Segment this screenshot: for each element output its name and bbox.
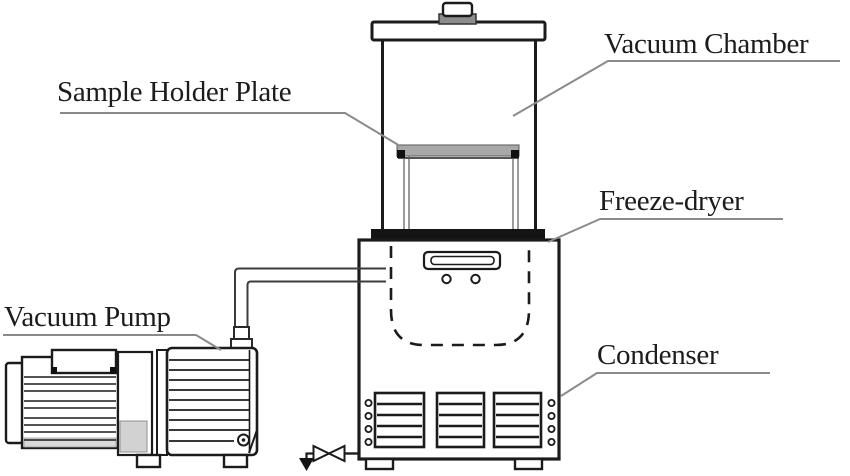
leader-freeze-dryer [547,218,783,243]
vent-grille-center [435,391,486,449]
inner-door-dashed-outline [389,246,531,347]
valve-bowtie [312,444,332,463]
vacuum-pump-drawing [4,346,259,469]
panel-button-right [470,273,481,285]
label-sample-holder-plate: Sample Holder Plate [57,76,292,108]
pipe-coupling [233,326,250,340]
drain-arrow [299,458,314,471]
plate-left-block [397,150,405,158]
pump-foot-right [222,453,249,469]
motor-top-handle [50,348,118,375]
motor-fins [24,376,116,441]
chamber-interior [383,40,534,230]
leader-vacuum-pump [3,334,222,351]
control-panel-slot [430,255,495,266]
freeze-dryer-drawing [299,238,561,471]
drain-valve [299,444,359,471]
leader-lines [3,60,840,397]
vent-grille-left [373,391,426,449]
vacuum-chamber-drawing [370,1,547,230]
leader-sample-holder-plate [60,112,401,147]
junction-hatch-plate [119,420,148,453]
chamber-base-bar [371,229,545,240]
pipe-inner-wall [246,280,386,329]
lid-knob-handle [441,1,474,18]
motor-bottom-hatch [23,437,117,448]
handle-mount-left [51,367,57,374]
panel-screws [364,398,556,446]
motor-end-cap [4,361,25,445]
pump-corner-chamfer [248,429,258,454]
pump-block-ribs [169,359,249,442]
pump-collar [156,349,168,456]
stand-legs [403,156,519,229]
control-panel [422,250,502,271]
pipe-outer-wall [234,267,386,329]
pump-foot-left [135,453,162,469]
label-vacuum-chamber: Vacuum Chamber [604,28,809,60]
label-condenser: Condenser [597,339,719,371]
vent-grille-right [492,391,543,449]
label-freeze-dryer: Freeze-dryer [599,185,744,217]
panel-button-left [441,273,452,285]
label-vacuum-pump: Vacuum Pump [4,301,171,333]
dryer-foot-left [364,457,395,471]
dryer-foot-right [513,457,544,471]
handle-mount-right [110,367,116,374]
leader-vacuum-chamber [512,60,840,117]
sample-plate [396,144,520,157]
pump-block [165,346,259,457]
sample-holder-drawing [396,144,520,229]
leader-condenser [560,372,770,397]
vacuum-line-drawing [230,267,386,350]
plate-right-block [511,150,519,158]
pump-drain-dot [241,438,246,442]
